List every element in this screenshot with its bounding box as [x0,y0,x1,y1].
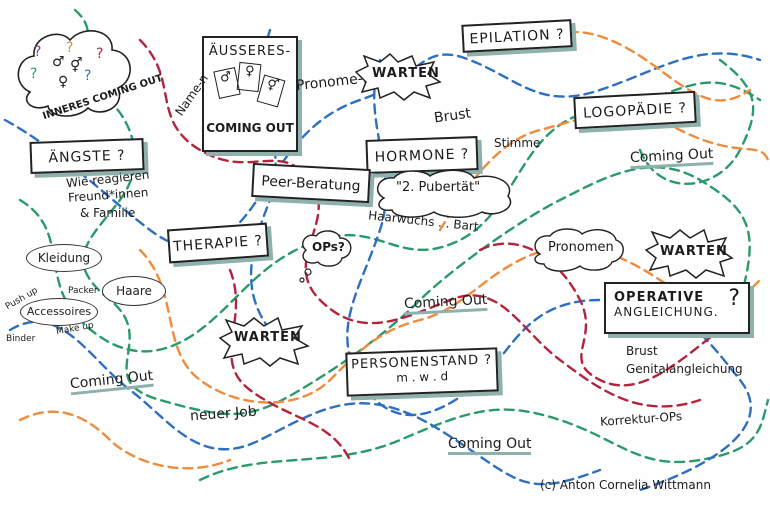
peer-beratung-box: Peer-Beratung [251,162,371,204]
green-path [638,58,755,186]
gender-card: ♀ [236,61,262,93]
logopaedie-box: LOGOPÄDIE ? [573,90,697,130]
male-symbol: ♂ [52,54,65,70]
therapie-label: THERAPIE ? [172,232,264,256]
blue-path [8,320,602,486]
accessoires-ellipse: Accessoires [20,298,98,326]
red-path [228,268,352,462]
angleichung-label: ANGLEICHUNG. [614,305,719,319]
red-path [138,38,702,408]
brust-bottom-label: Brust [626,344,658,358]
warten-mid-label: WARTEN [234,330,302,345]
warten-mid-burst [218,316,310,367]
genitalangleichung-label: Genitalangleichung [626,362,743,376]
question-mark-symbol: ? [66,40,74,56]
kleidung-label: Kleidung [37,251,91,265]
aengste-box: ÄNGSTE ? [29,138,145,174]
aeusseres-title: ÄUSSERES- [208,44,292,59]
gender-card: ⚥ [256,74,286,108]
warten-right-label: WARTEN [660,244,728,259]
question-mark-symbol: ? [96,46,104,62]
gender-cards: ♂ ♀ ⚥ [204,59,296,115]
hormone-label: HORMONE ? [374,146,470,166]
question-mark-symbol: ? [34,44,42,60]
blue-path [3,52,762,249]
operative-label: OPERATIVE [614,290,705,305]
warten-right-burst [644,228,734,279]
accessoires-label: Accessoires [26,305,92,318]
peer-beratung-label: Peer-Beratung [260,173,361,195]
warten-top-label: WARTEN [372,66,440,81]
stimme-label: Stimme [494,136,541,150]
logopaedie-label: LOGOPÄDIE ? [582,100,688,122]
haare-ellipse: Haare [102,276,166,306]
kleidung-ellipse: Kleidung [26,244,102,272]
epilation-label: EPILATION ? [469,26,565,48]
orange-path [138,245,762,404]
epilation-box: EPILATION ? [461,19,573,53]
green-path [198,398,770,482]
transgender-symbol: ⚥ [70,58,83,74]
warten-top-burst [354,52,442,101]
orange-path [538,30,752,102]
packer-label: Packer [68,286,98,296]
ops-thought-bubble [299,230,352,283]
personenstand-box: PERSONENSTAND ? m . w . d [345,347,499,397]
binder-label: Binder [6,334,36,344]
aeusseres-subtitle: COMING OUT [206,121,294,135]
operative-question-mark: ? [728,286,740,311]
pubertaet-label: "2. Pubertät" [396,180,481,195]
female-symbol: ♀ [58,74,69,90]
credit-text: (c) Anton Cornelia Wittmann [540,478,711,492]
pronomen-label: Pronomen [548,240,614,255]
therapie-box: THERAPIE ? [166,222,270,264]
aengste-label: ÄNGSTE ? [48,147,126,167]
familie-label: & Familie [80,206,136,220]
haare-label: Haare [116,284,152,298]
coming-out-bottom-label: Coming Out [448,436,532,455]
inner-coming-out-cloud [17,30,131,117]
question-mark-symbol: ? [84,68,92,84]
operative-angleichung-box: OPERATIVE ANGLEICHUNG. ? [604,282,750,334]
pronomen-cloud [534,228,624,272]
pubertaet-cloud [376,169,512,218]
orange-path [18,410,232,470]
question-mark-symbol: ? [30,66,38,82]
ops-bubble-label: OPs? [312,240,345,254]
aeusseres-coming-out-box: ÄUSSERES- ♂ ♀ ⚥ COMING OUT [202,36,298,152]
